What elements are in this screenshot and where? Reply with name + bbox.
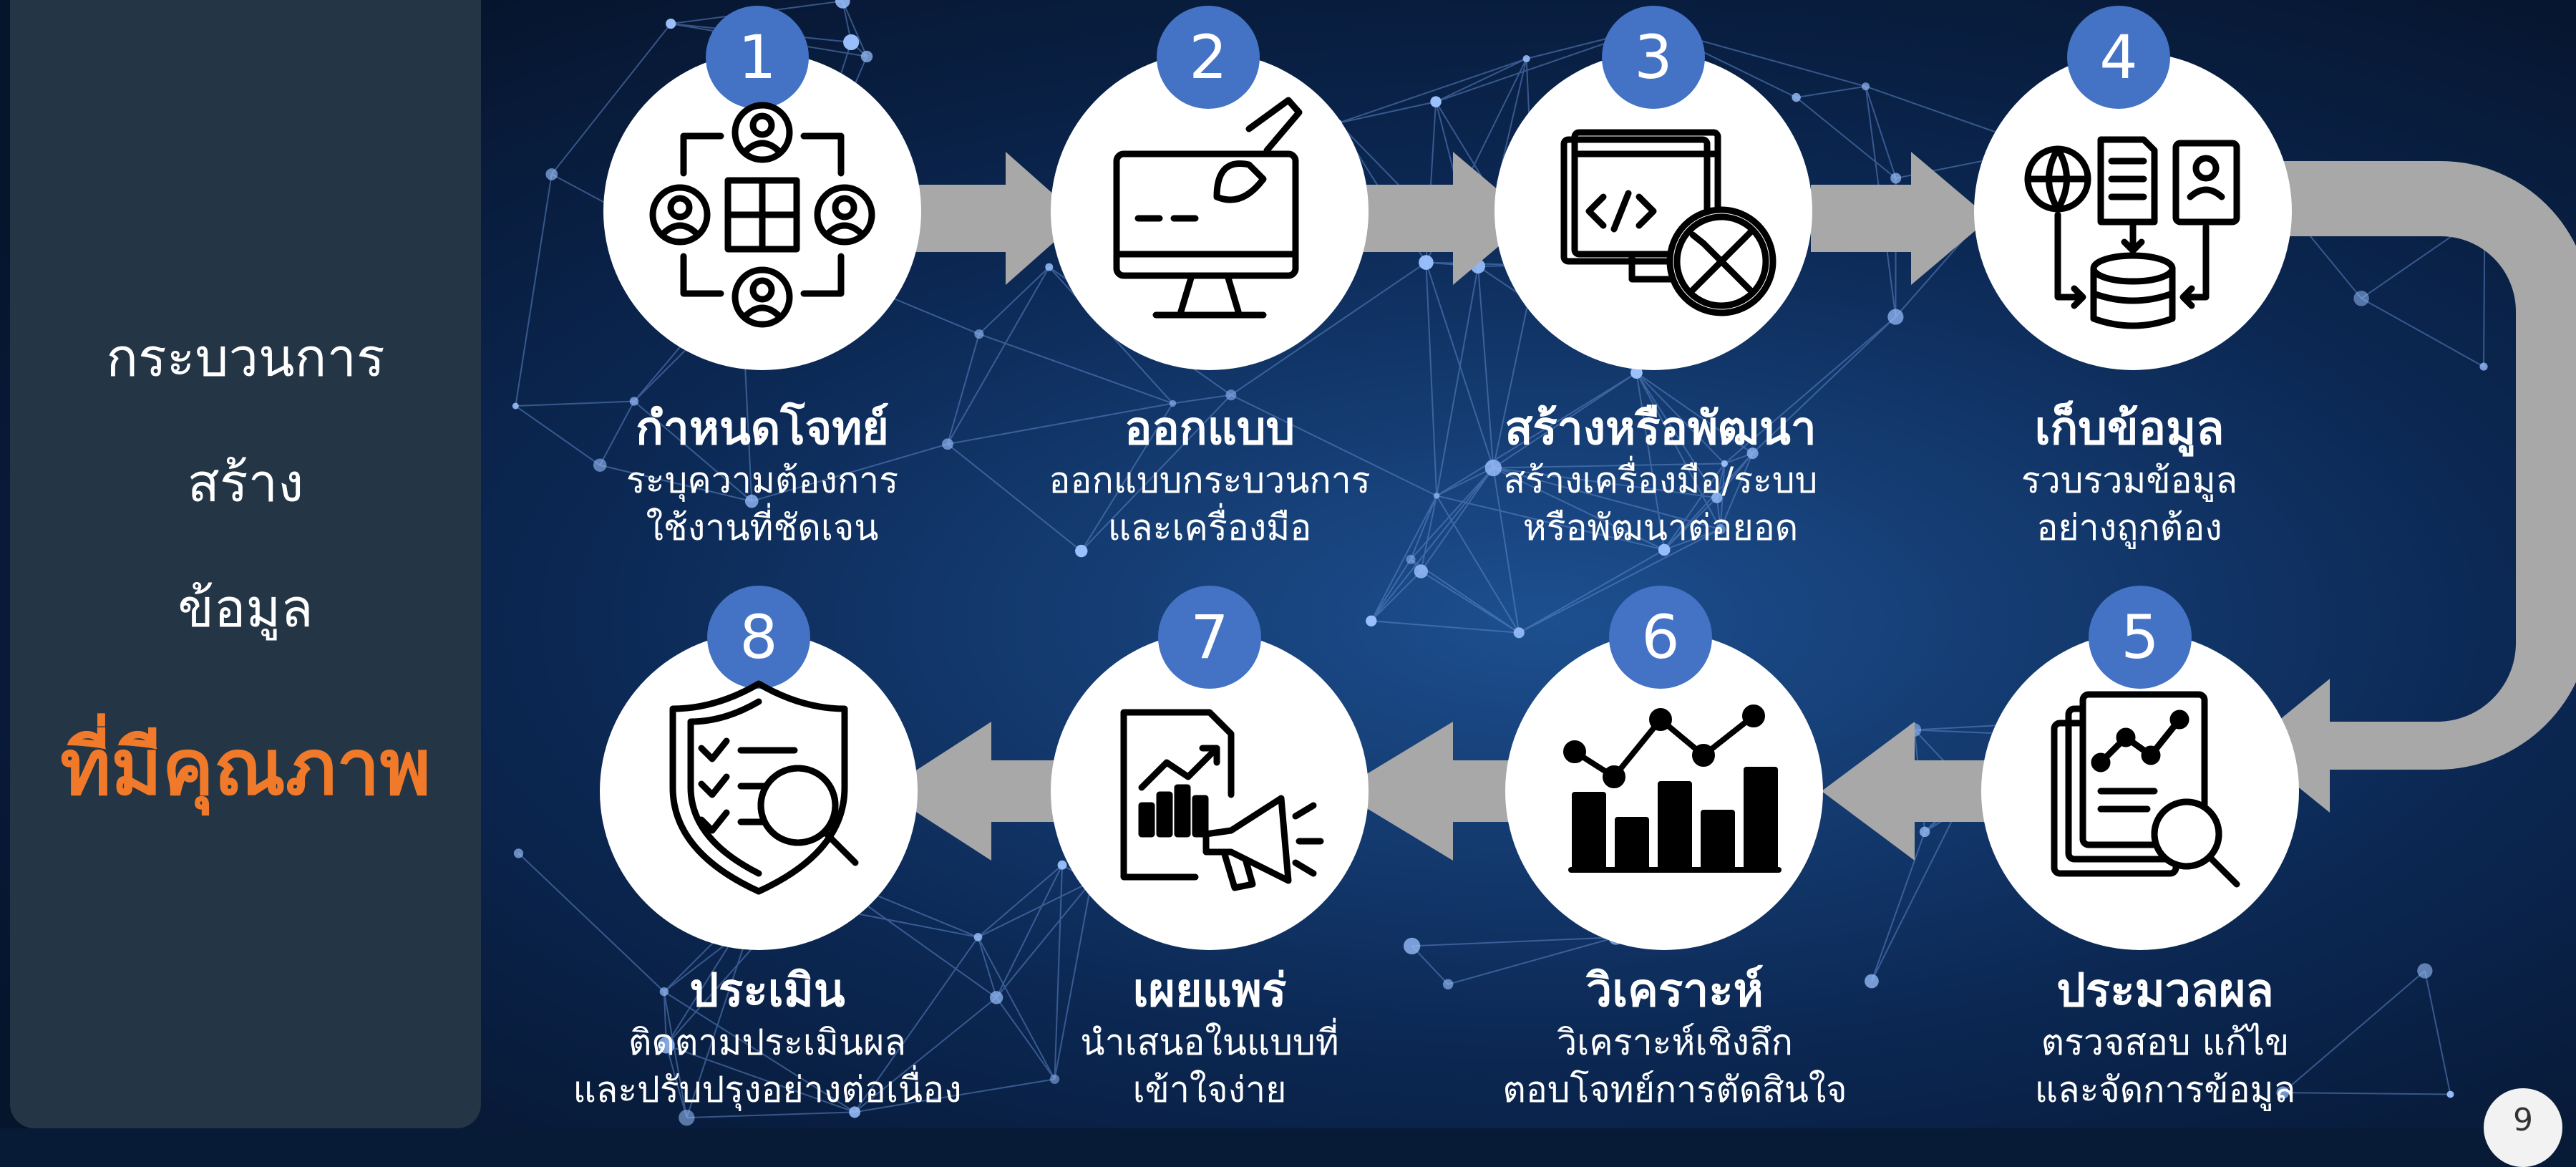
step-8-label: ประเมิน ติดตามประเมินผล และปรับปรุงอย่าง… (531, 963, 1003, 1113)
step-5-desc-line2: และจัดการข้อมูล (1936, 1066, 2394, 1113)
step-2-title: ออกแบบ (981, 401, 1439, 457)
step-1-desc-line2: ใช้งานที่ชัดเจน (533, 504, 991, 551)
step-8-desc-line1: ติดตามประเมินผล (531, 1019, 1003, 1066)
step-7-label: เผยแพร่ นำเสนอในแบบที่ เข้าใจง่าย (981, 963, 1439, 1113)
step-6-label: วิเคราะห์ วิเคราะห์เชิงลึก ตอบโจทย์การตั… (1446, 963, 1904, 1113)
process-flow-diagram (0, 0, 2576, 1128)
step-7-title: เผยแพร่ (981, 963, 1439, 1019)
step-2-desc-line2: และเครื่องมือ (981, 504, 1439, 551)
arrow-3-to-4 (1811, 152, 1990, 285)
step-3-desc-line1: สร้างเครื่องมือ/ระบบ (1432, 457, 1890, 504)
step-7-number: 7 (1158, 586, 1261, 689)
step-1-desc-line1: ระบุความต้องการ (533, 457, 991, 504)
step-4-desc-line1: รวบรวมข้อมูล (1900, 457, 2358, 504)
step-5-label: ประมวลผล ตรวจสอบ แก้ไข และจัดการข้อมูล (1936, 963, 2394, 1113)
page-number: 9 (2484, 1088, 2562, 1167)
step-7-desc-line2: เข้าใจง่าย (981, 1066, 1439, 1113)
step-5-desc-line1: ตรวจสอบ แก้ไข (1936, 1019, 2394, 1066)
step-2-label: ออกแบบ ออกแบบกระบวนการ และเครื่องมือ (981, 401, 1439, 551)
step-8-title: ประเมิน (531, 963, 1003, 1019)
step-6-desc-line2: ตอบโจทย์การตัดสินใจ (1446, 1066, 1904, 1113)
step-1-number: 1 (706, 6, 809, 109)
step-3-title: สร้างหรือพัฒนา (1432, 401, 1890, 457)
step-2-number: 2 (1157, 6, 1260, 109)
step-4-label: เก็บข้อมูล รวบรวมข้อมูล อย่างถูกต้อง (1900, 401, 2358, 551)
step-8-desc-line2: และปรับปรุงอย่างต่อเนื่อง (531, 1066, 1003, 1113)
step-6-number: 6 (1609, 586, 1712, 689)
step-2-desc-line1: ออกแบบกระบวนการ (981, 457, 1439, 504)
step-1-title: กำหนดโจทย์ (533, 401, 991, 457)
step-1-label: กำหนดโจทย์ ระบุความต้องการ ใช้งานที่ชัดเ… (533, 401, 991, 551)
step-3-number: 3 (1602, 6, 1705, 109)
step-3-label: สร้างหรือพัฒนา สร้างเครื่องมือ/ระบบ หรือ… (1432, 401, 1890, 551)
step-6-title: วิเคราะห์ (1446, 963, 1904, 1019)
step-4-desc-line2: อย่างถูกต้อง (1900, 504, 2358, 551)
step-5-title: ประมวลผล (1936, 963, 2394, 1019)
arrow-5-to-6 (1822, 722, 2008, 861)
step-7-desc-line1: นำเสนอในแบบที่ (981, 1019, 1439, 1066)
step-6-desc-line1: วิเคราะห์เชิงลึก (1446, 1019, 1904, 1066)
step-4-number: 4 (2067, 6, 2170, 109)
step-5-number: 5 (2089, 586, 2192, 689)
step-8-number: 8 (707, 586, 810, 689)
step-3-desc-line2: หรือพัฒนาต่อยอด (1432, 504, 1890, 551)
step-4-title: เก็บข้อมูล (1900, 401, 2358, 457)
